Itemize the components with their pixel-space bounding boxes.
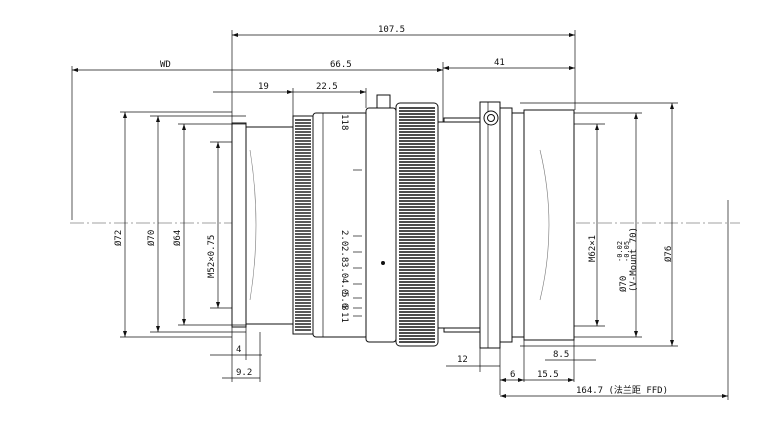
arrow-head bbox=[634, 331, 638, 337]
dim-mount-dia: Ø70 bbox=[618, 276, 629, 292]
dim-front-dia: Ø72 bbox=[113, 230, 124, 246]
front-glass-plate bbox=[231, 122, 247, 328]
arrow-head bbox=[722, 394, 728, 398]
dim-rear-length: 41 bbox=[494, 58, 505, 68]
arrow-head bbox=[569, 33, 575, 37]
arrow-head bbox=[634, 113, 638, 119]
dim-ring-step: 22.5 bbox=[316, 82, 338, 92]
arrow-head bbox=[568, 378, 574, 382]
mount-collar bbox=[499, 107, 513, 343]
dim-wd: WD bbox=[160, 60, 171, 70]
lock-screw-knob bbox=[376, 94, 391, 109]
arrow-head bbox=[123, 112, 127, 118]
aperture-scale-label: 11 bbox=[339, 312, 349, 323]
arrow-head bbox=[216, 302, 220, 308]
dim-front-step: 19 bbox=[258, 82, 269, 92]
arrow-head bbox=[182, 124, 186, 130]
dim-filter-thread: M52×0.75 bbox=[207, 235, 217, 278]
aperture-scale-label: 8 bbox=[339, 305, 349, 310]
arrow-head bbox=[670, 340, 674, 346]
lens-body bbox=[231, 94, 575, 349]
arrow-head bbox=[156, 116, 160, 122]
rear-barrel bbox=[437, 121, 481, 329]
arrow-head bbox=[360, 90, 366, 94]
aperture-scale: 2.0 2.8 3.0 4.0 5.6 8 11 11 8 bbox=[339, 114, 385, 323]
arrow-head bbox=[123, 331, 127, 337]
dim-front-depth: 9.2 bbox=[236, 368, 252, 378]
middle-barrel bbox=[365, 107, 397, 343]
dim-outer-dia: Ø76 bbox=[663, 246, 674, 262]
front-lens-curve bbox=[249, 149, 257, 301]
arrow-head bbox=[287, 90, 293, 94]
dim-dia-70: Ø70 bbox=[146, 230, 157, 246]
arrow-head bbox=[437, 68, 443, 72]
aperture-scale-label: 3.0 bbox=[339, 262, 349, 278]
arrow-head bbox=[443, 66, 449, 70]
arrow-head bbox=[569, 66, 575, 70]
arrow-head bbox=[232, 33, 238, 37]
top-scale-label: 11 bbox=[339, 114, 349, 125]
aperture-scale-label: 5.6 bbox=[339, 292, 349, 308]
iris-ring-knurl bbox=[399, 107, 435, 343]
dim-rear-6: 6 bbox=[510, 370, 515, 380]
arrow-head bbox=[595, 320, 599, 326]
dim-mount-thread: M62×1 bbox=[588, 235, 598, 262]
dim-rear-8-5: 8.5 bbox=[553, 350, 569, 360]
mount-flange bbox=[479, 101, 501, 349]
dim-total-length: 107.5 bbox=[378, 25, 405, 35]
arrow-head bbox=[518, 378, 524, 382]
top-scale-label: 8 bbox=[339, 125, 349, 130]
arrow-head bbox=[156, 326, 160, 332]
arrow-head bbox=[500, 394, 506, 398]
arrow-head bbox=[72, 68, 78, 72]
arrow-head bbox=[595, 124, 599, 130]
aperture-scale-label: 2.0 bbox=[339, 230, 349, 246]
aperture-scale-label: 4.0 bbox=[339, 278, 349, 294]
arrow-head bbox=[216, 142, 220, 148]
dim-mount-name: (V-Mount 70) bbox=[629, 227, 639, 292]
dim-dia-64: Ø64 bbox=[172, 230, 183, 246]
dim-front-lip: 4 bbox=[236, 345, 241, 355]
front-barrel bbox=[245, 126, 295, 325]
dimension-arrows bbox=[72, 33, 728, 398]
index-dot bbox=[381, 261, 385, 265]
dim-mount-dia-main: Ø70 bbox=[618, 276, 629, 292]
dim-front-length: 66.5 bbox=[330, 60, 352, 70]
arrow-head bbox=[182, 319, 186, 325]
dim-mount-tol-top: -0.02 bbox=[616, 241, 624, 262]
dim-mount-tol-bottom: -0.05 bbox=[623, 241, 631, 262]
focus-ring-knurl bbox=[295, 119, 311, 331]
aperture-scale-label: 2.8 bbox=[339, 246, 349, 262]
dim-flange: 12 bbox=[457, 355, 468, 365]
dimension-lines: 107.5 WD 66.5 41 19 22.5 Ø72 Ø70 bbox=[71, 25, 729, 400]
arrow-head bbox=[670, 103, 674, 109]
dim-rear-15-5: 15.5 bbox=[537, 370, 559, 380]
arrow-head bbox=[500, 378, 506, 382]
dim-ffd: 164.7 (法兰距 FFD) bbox=[576, 384, 668, 396]
